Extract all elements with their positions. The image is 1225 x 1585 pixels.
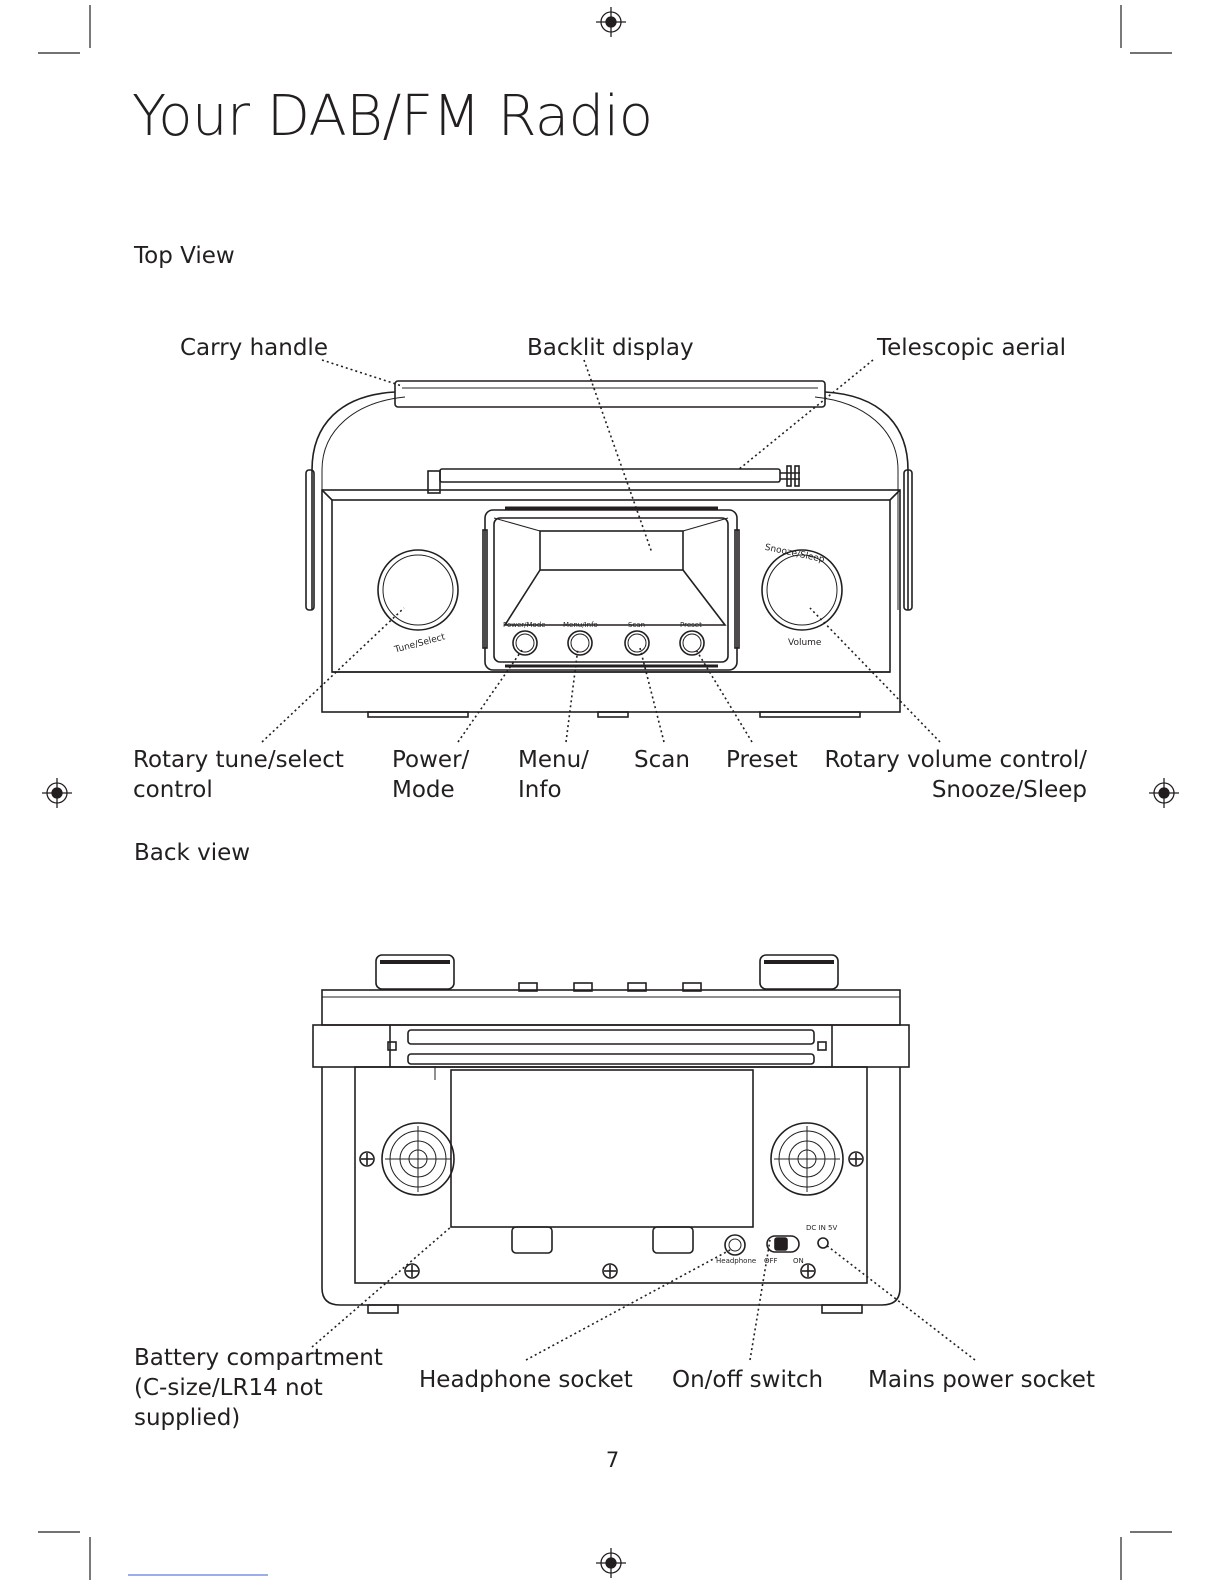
registration-mark-right — [1149, 778, 1179, 808]
page-title: Your DAB/FM Radio — [132, 84, 653, 149]
device-label-scan: Scan — [628, 621, 645, 629]
device-label-tune-select: Tune/Select — [393, 632, 447, 655]
device-label-volume: Volume — [788, 638, 822, 648]
registration-mark-top — [596, 7, 626, 37]
top-view-heading: Top View — [134, 243, 235, 269]
callout-power-mode: Power/ Mode — [392, 745, 469, 805]
callout-rotary-tune-select: Rotary tune/select control — [133, 745, 344, 805]
device-label-power-mode: Power/Mode — [503, 621, 546, 629]
callout-battery-line3: supplied) — [134, 1405, 241, 1431]
callout-backlit-display: Backlit display — [527, 335, 694, 361]
callout-rotary-volume: Rotary volume control/ Snooze/Sleep — [824, 745, 1087, 805]
top-view-leader-lines — [261, 359, 941, 743]
callout-rotary-tune-line2: control — [133, 777, 213, 803]
callout-on-off-switch: On/off switch — [672, 1367, 824, 1393]
callout-power-line1: Power/ — [392, 747, 470, 773]
page-number: 7 — [605, 1448, 620, 1472]
back-view-leader-lines — [311, 1225, 976, 1361]
registration-mark-bottom — [596, 1548, 626, 1578]
callout-volume-line2: Snooze/Sleep — [931, 777, 1087, 803]
callout-menu-line1: Menu/ — [518, 747, 589, 773]
back-view-heading: Back view — [134, 840, 251, 866]
crop-marks — [38, 5, 1172, 1580]
callout-battery-line2: (C-size/LR14 not — [134, 1375, 323, 1401]
device-label-headphone: Headphone — [716, 1257, 756, 1265]
radio-back-view — [312, 954, 910, 1314]
callout-battery-compartment: Battery compartment (C-size/LR14 not sup… — [134, 1343, 383, 1433]
callout-volume-line1: Rotary volume control/ — [824, 747, 1087, 773]
device-label-dc-in: DC IN 5V — [806, 1224, 837, 1232]
device-label-off: OFF — [764, 1257, 778, 1265]
callout-preset: Preset — [726, 747, 798, 773]
device-label-menu-info: Menu/Info — [563, 621, 598, 629]
callout-menu-line2: Info — [518, 777, 562, 803]
callout-menu-info: Menu/ Info — [518, 745, 589, 805]
registration-mark-left — [42, 778, 72, 808]
callout-carry-handle: Carry handle — [180, 335, 328, 361]
callout-headphone-socket: Headphone socket — [419, 1367, 633, 1393]
callout-battery-line1: Battery compartment — [134, 1345, 383, 1371]
callout-scan: Scan — [634, 747, 690, 773]
device-label-on: ON — [793, 1257, 804, 1265]
radio-top-view — [305, 380, 913, 718]
callout-power-line2: Mode — [392, 777, 455, 803]
device-label-preset: Preset — [680, 621, 702, 629]
callout-telescopic-aerial: Telescopic aerial — [877, 335, 1067, 361]
callout-mains-power-socket: Mains power socket — [868, 1367, 1095, 1393]
callout-rotary-tune-line1: Rotary tune/select — [133, 747, 344, 773]
